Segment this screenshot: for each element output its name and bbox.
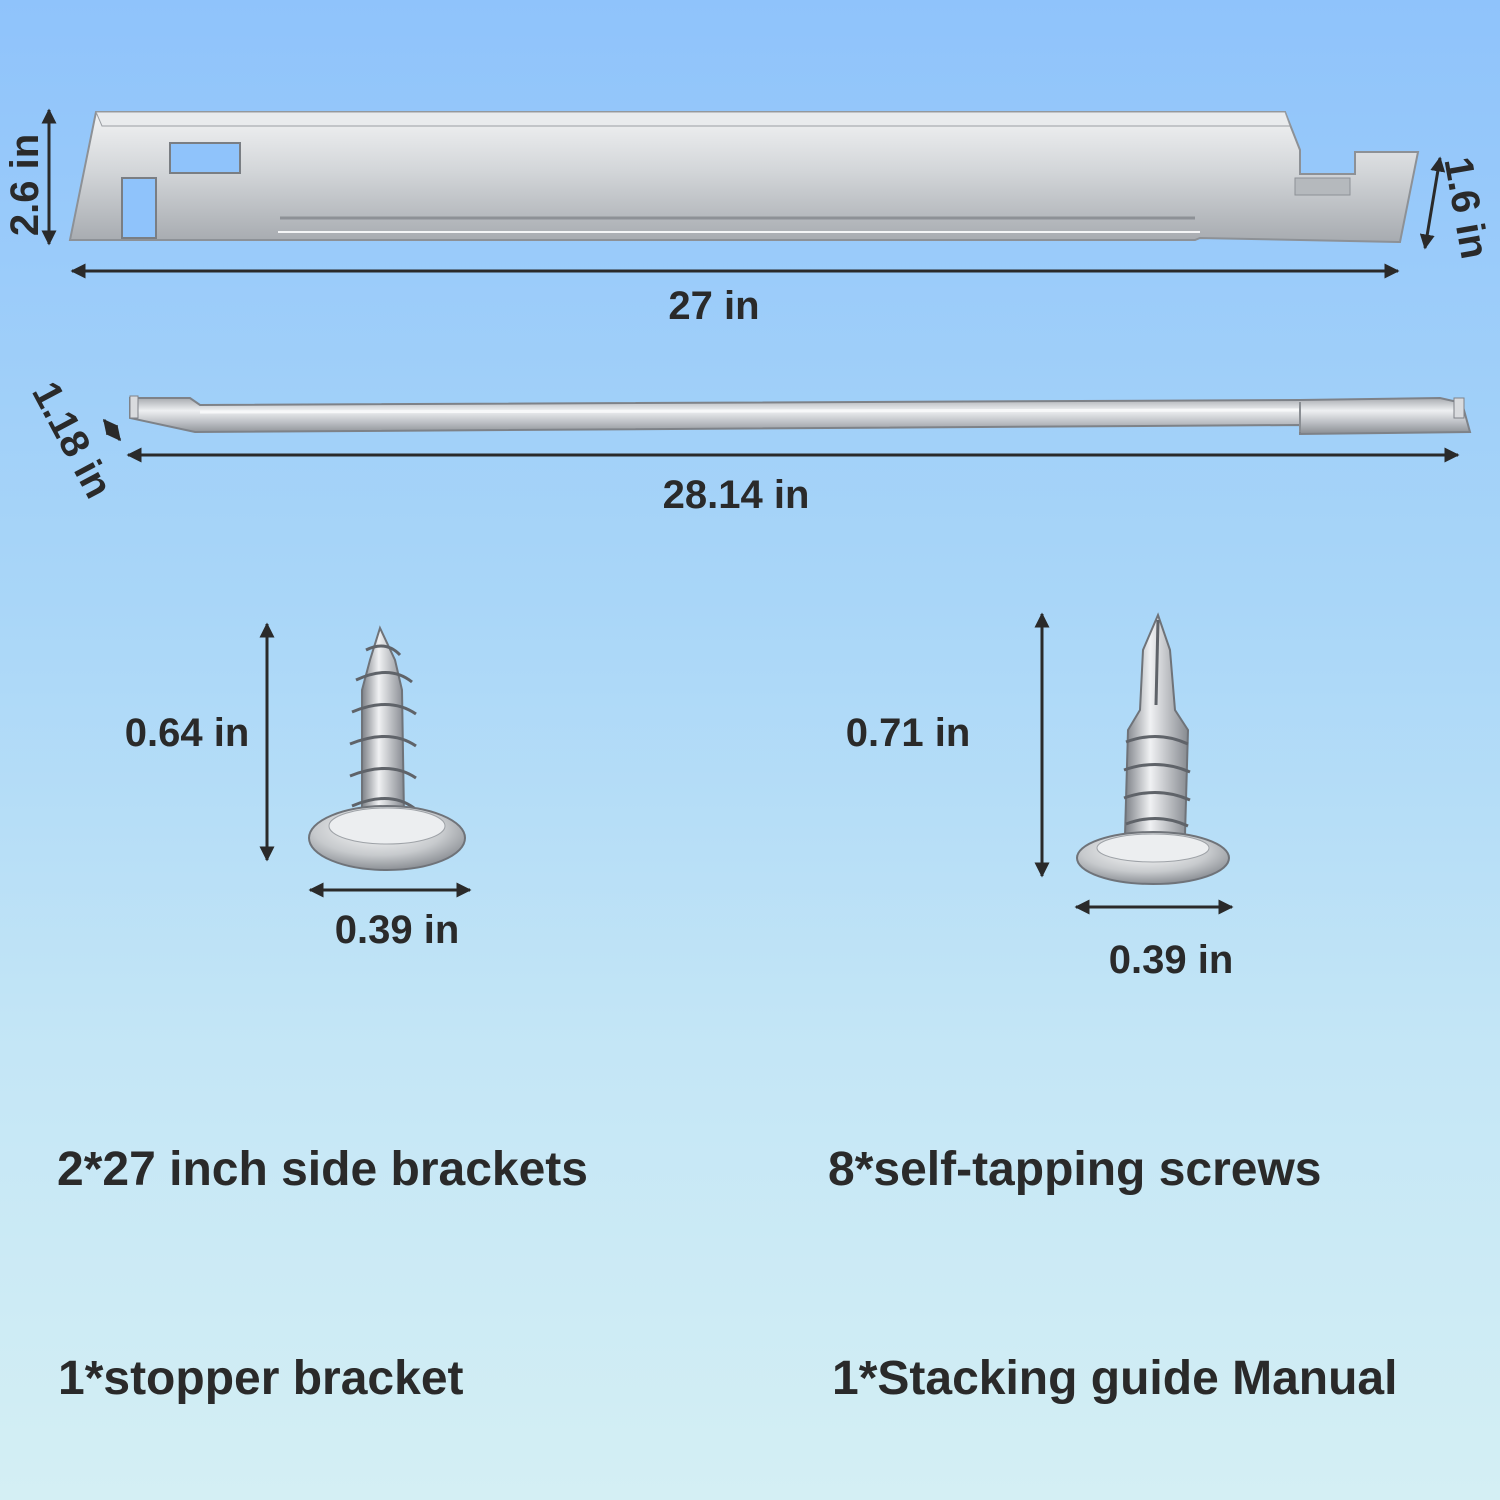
drill-screw-height-label: 0.71 in	[845, 711, 971, 755]
tapping-screw	[308, 625, 466, 871]
side-bracket-left-height-label: 2.6 in	[3, 133, 47, 237]
drill-screw-width-label: 0.39 in	[1108, 938, 1234, 982]
content-item-screws: 8*self-tapping screws	[828, 1143, 1322, 1196]
tapping-screw-width-label: 0.39 in	[334, 908, 460, 952]
right-height-arrow	[1419, 156, 1446, 250]
stopper-height-arrow	[102, 418, 122, 442]
side-bracket-length-label: 27 in	[668, 284, 760, 328]
drill-screw	[1076, 612, 1230, 885]
content-item-stopper-bracket: 1*stopper bracket	[58, 1352, 464, 1405]
side-bracket	[68, 111, 1420, 244]
stopper-bracket	[129, 395, 1472, 436]
content-item-side-brackets: 2*27 inch side brackets	[57, 1143, 588, 1196]
stopper-bracket-length-label: 28.14 in	[662, 473, 810, 517]
tapping-screw-height-label: 0.64 in	[124, 711, 250, 755]
content-item-manual: 1*Stacking guide Manual	[832, 1352, 1398, 1405]
